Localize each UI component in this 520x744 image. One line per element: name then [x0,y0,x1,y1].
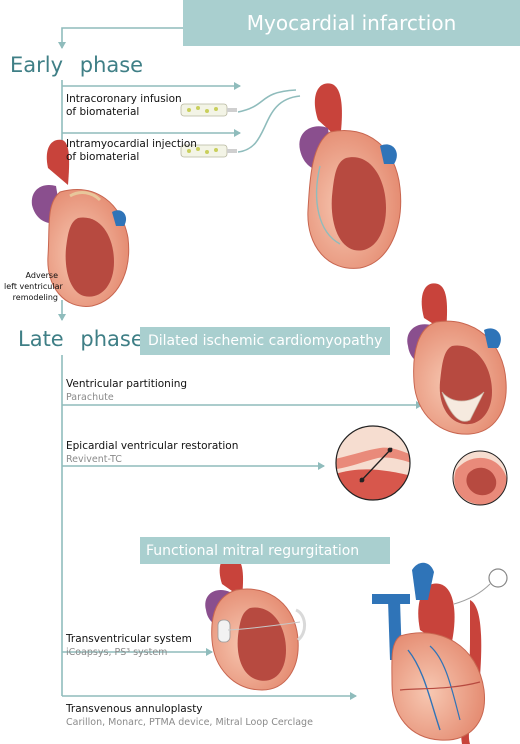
late-item-partitioning: Ventricular partitioning [66,378,187,391]
late-phase-heading: Late phase [18,327,144,351]
title-box: Myocardial infarction [183,0,520,46]
late-phase-word2: phase [80,327,144,351]
lens-icon-restoration [335,425,508,506]
dilated-section-text: Dilated ischemic cardiomyopathy [148,333,383,349]
heart-icon-infarcted [31,139,130,307]
early-item-infusion-line2: of biomaterial [66,106,140,118]
late-item-annuloplasty: Transvenous annuloplasty [66,703,203,716]
remodeling-line2: left ventricular [4,282,63,291]
syringe-icon-injection [180,144,237,158]
late-item-partitioning-label: Ventricular partitioning [66,378,188,390]
early-item-infusion-line1: Intracoronary infusion [66,93,182,105]
title-text: Myocardial infarction [246,11,457,35]
heart-icon-dilated [407,283,507,435]
late-item-annuloplasty-label: Transvenous annuloplasty [66,703,203,715]
heart-icon-treated [299,83,402,269]
early-phase-word1: Early [10,53,64,77]
early-item-infusion: Intracoronary infusion of biomaterial [66,93,182,119]
syringe-icon-infusion [180,103,237,117]
late-phase-word1: Late [18,327,64,351]
early-phase-heading: Early phase [10,53,143,77]
flow-lines [58,27,423,700]
remodeling-label: Adverse left ventricular remodeling [4,270,63,303]
late-item-transventricular-examples: iCoapsys, PS³ system [66,647,168,658]
remodeling-line1: Adverse [25,271,58,280]
late-item-partitioning-examples: Parachute [66,392,114,403]
late-item-annuloplasty-examples: Carillon, Monarc, PTMA device, Mitral Lo… [66,717,313,728]
late-item-restoration: Epicardial ventricular restoration [66,440,238,453]
early-item-injection-line1: Intramyocardial injection [66,138,197,150]
early-phase-word2: phase [79,53,144,77]
late-item-restoration-examples: Revivent-TC [66,454,122,465]
late-item-transventricular: Transventricular system [66,633,192,646]
early-item-injection-line2: of biomaterial [66,151,140,163]
late-item-transventricular-label: Transventricular system [66,633,192,645]
remodeling-line3: remodeling [12,293,58,302]
dilated-section-box: Dilated ischemic cardiomyopathy [140,327,390,355]
late-item-restoration-label: Epicardial ventricular restoration [66,440,239,452]
heart-icon-transventricular [205,555,306,691]
heart-icon-annuloplasty [372,562,508,744]
mitral-section-text: Functional mitral regurgitation [146,542,360,559]
early-item-injection: Intramyocardial injection of biomaterial [66,138,197,164]
mitral-section-box: Functional mitral regurgitation [140,537,390,564]
